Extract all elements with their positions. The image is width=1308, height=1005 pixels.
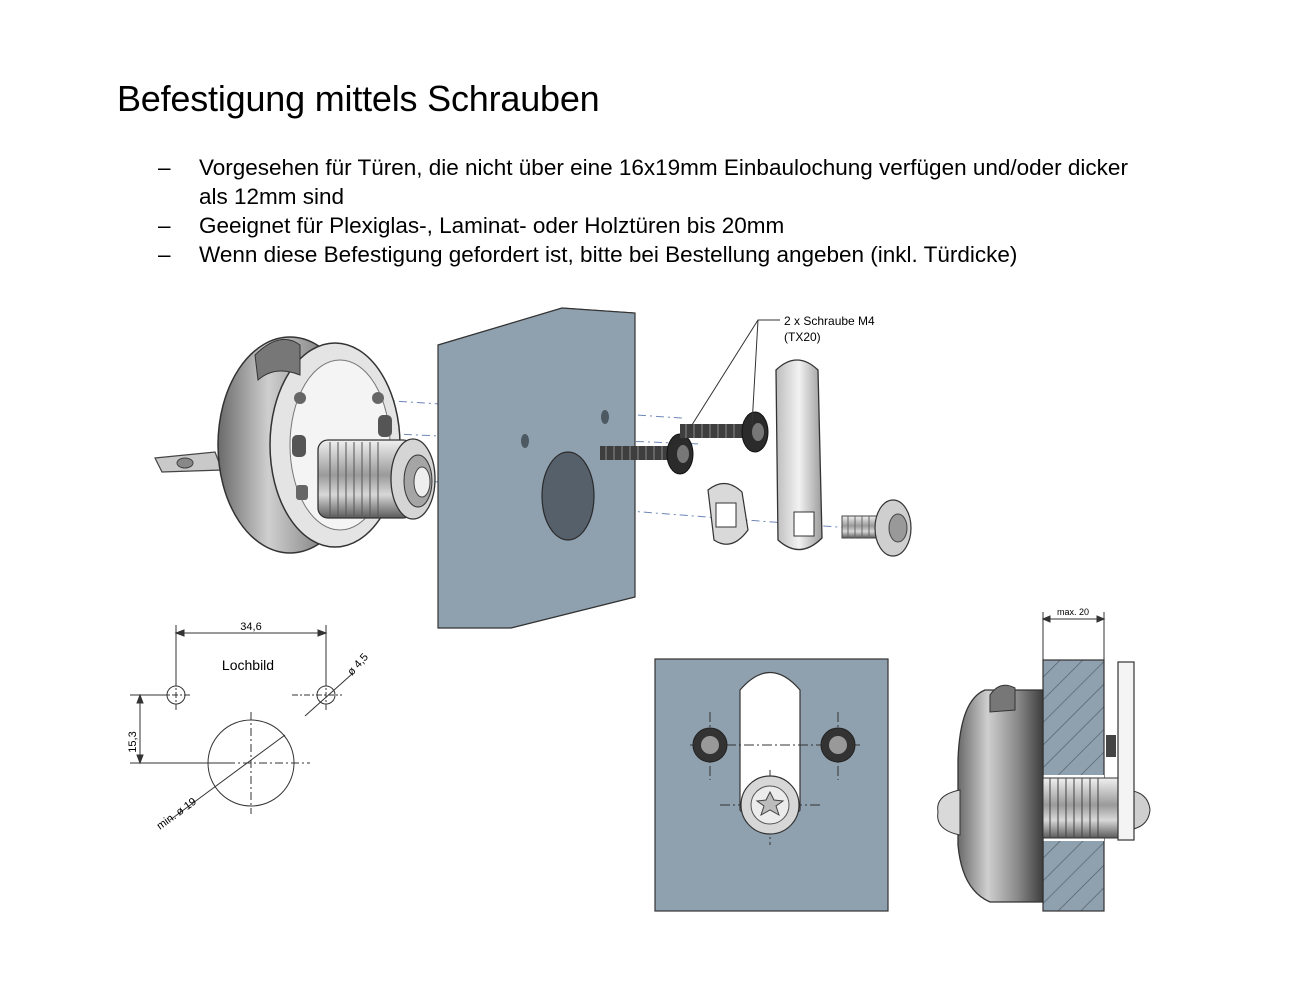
washer — [707, 482, 749, 545]
screw-drive-label: (TX20) — [784, 330, 821, 344]
exploded-view: 2 x Schraube M4 (TX20) — [154, 307, 912, 629]
bullet-list: – Vorgesehen für Türen, die nicht über ei… — [158, 153, 1158, 269]
front-view — [654, 658, 889, 912]
door-panel — [437, 307, 636, 629]
bullet-item: – Wenn diese Befestigung gefordert ist, b… — [158, 240, 1158, 269]
screw-upper — [680, 411, 769, 453]
hole-pattern-label: Lochbild — [222, 657, 274, 673]
screw-leader-lines — [689, 319, 780, 429]
hole-pattern-drawing — [130, 625, 353, 821]
dimension-max-thickness: max. 20 — [1057, 607, 1089, 617]
bullet-item: – Vorgesehen für Türen, die nicht über ei… — [158, 153, 1158, 211]
side-section-view: max. 20 — [937, 607, 1151, 912]
cam-lever — [775, 359, 823, 551]
bullet-dash: – — [158, 242, 171, 267]
screw-label: 2 x Schraube M4 — [784, 314, 875, 328]
dimension-large-hole: min. ø 19 — [155, 796, 199, 833]
bullet-text: Wenn diese Befestigung gefordert ist, bi… — [199, 242, 1018, 267]
bullet-text: Vorgesehen für Türen, die nicht über ein… — [199, 155, 1128, 209]
lock-cylinder — [317, 438, 436, 520]
cam-screw — [841, 499, 912, 557]
dimension-small-hole: ø 4,5 — [345, 651, 371, 678]
bullet-dash: – — [158, 213, 171, 238]
bullet-text: Geeignet für Plexiglas-, Laminat- oder H… — [199, 213, 785, 238]
dimension-spacing: 34,6 — [240, 621, 261, 633]
dimension-offset: 15,3 — [127, 731, 139, 752]
page-title: Befestigung mittels Schrauben — [117, 78, 600, 119]
bullet-item: – Geeignet für Plexiglas-, Laminat- oder … — [158, 211, 1158, 240]
bullet-dash: – — [158, 155, 171, 180]
